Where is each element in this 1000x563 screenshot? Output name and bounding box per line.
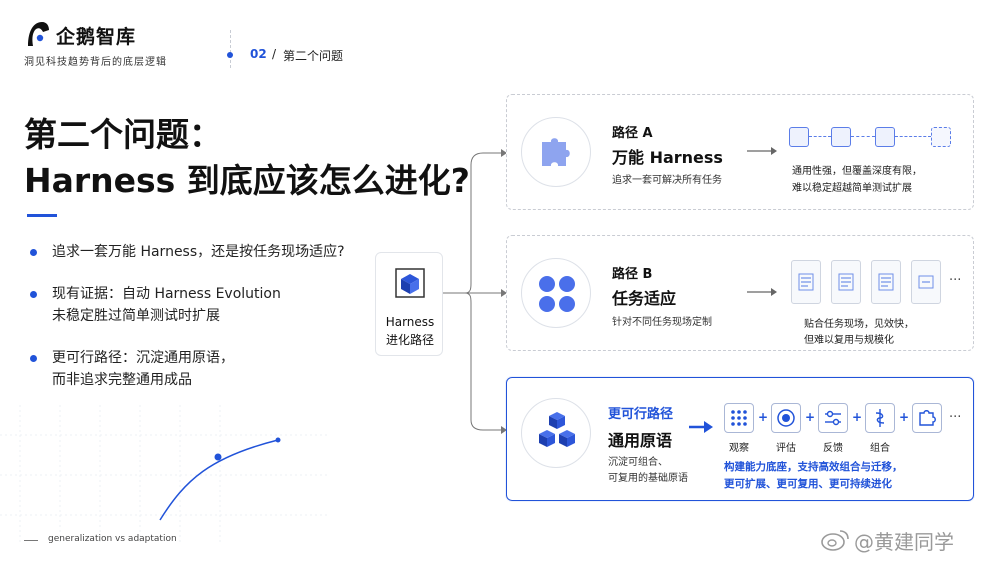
arrow-right-icon [747, 288, 777, 296]
brand-tagline: 洞见科技趋势背后的底层逻辑 [24, 57, 167, 68]
bullet-2-line2: 未稳定胜过简单测试时扩展 [52, 308, 220, 325]
path-c-title: 通用原语 [608, 431, 673, 450]
bullet-3-line1: 更可行路径：沉淀通用原语， [52, 350, 234, 366]
page-separator: / [272, 47, 277, 61]
header-dot [227, 52, 233, 58]
chain-link-1 [809, 136, 831, 137]
decorative-curve [0, 405, 330, 545]
path-b-title: 任务适应 [612, 289, 677, 308]
bullet-dot [30, 249, 37, 256]
path-c-desc-line1: 沉淀可组合、 [608, 457, 668, 468]
bullet-2-line1: 现有证据：自动 Harness Evolution [52, 286, 281, 302]
chain-link-2 [851, 136, 875, 137]
bullet-3-line2: 而非追求完整通用成品 [52, 372, 192, 389]
page-section-title: 第二个问题 [283, 49, 344, 63]
brand-name: 企鹅智库 [56, 26, 137, 48]
path-b-panel: 路径 B 任务适应 针对不同任务现场定制 ··· 贴合任务现场，见效快， 但难以… [506, 235, 974, 351]
document-icon [911, 260, 941, 304]
header-divider [230, 30, 232, 68]
path-c-icon-circle [521, 398, 591, 468]
plus-sign: + [805, 410, 816, 424]
brand-logo [24, 20, 50, 52]
main-title-line1: 第二个问题： [24, 115, 222, 154]
chain-node-1 [789, 127, 809, 147]
path-a-desc: 追求一套可解决所有任务 [612, 175, 722, 186]
primitive-compose-tile [865, 403, 895, 433]
path-b-note-line1: 贴合任务现场，见效快， [804, 319, 914, 330]
watermark: @黄建同学 [820, 527, 954, 554]
path-c-note-line1: 构建能力底座，支持高效组合与迁移， [724, 461, 903, 473]
cube-icon [395, 268, 425, 298]
chain-node-2 [831, 127, 851, 147]
primitive-extension-tile [912, 403, 942, 433]
path-c-note-line2: 更可扩展、更可复用、更可持续进化 [724, 478, 892, 490]
puzzle-piece-icon [919, 410, 936, 426]
footer-caption: generalization vs adaptation [48, 534, 177, 544]
bullet-dot [30, 291, 37, 298]
path-a-title: 万能 Harness [612, 148, 723, 167]
document-icon [831, 260, 861, 304]
primitive-label-evaluate: 评估 [776, 443, 796, 454]
hub-connectors [443, 149, 507, 434]
path-c-panel: 更可行路径 通用原语 沉淀可组合、 可复用的基础原语 + + + + ··· 观… [506, 377, 974, 501]
path-b-icon-circle [521, 258, 591, 328]
bullet-3: 更可行路径：沉淀通用原语， 而非追求完整通用成品 [30, 347, 234, 392]
compose-icon [875, 409, 885, 427]
plus-sign: + [899, 410, 910, 424]
chain-node-3 [875, 127, 895, 147]
path-b-note-line2: 但难以复用与规模化 [804, 335, 894, 346]
hub-label-line2: 进化路径 [385, 333, 434, 347]
primitive-evaluate-tile [771, 403, 801, 433]
path-a-tag: 路径 A [612, 126, 653, 141]
primitive-observe-tile [724, 403, 754, 433]
plus-sign: + [758, 410, 769, 424]
plus-sign: + [852, 410, 863, 424]
four-dots-icon [539, 276, 575, 312]
arrow-right-icon [747, 147, 777, 155]
bullet-2: 现有证据：自动 Harness Evolution 未稳定胜过简单测试时扩展 [30, 283, 281, 328]
more-ellipsis: ··· [949, 410, 962, 425]
path-c-desc-line2: 可复用的基础原语 [608, 473, 688, 484]
path-a-panel: 路径 A 万能 Harness 追求一套可解决所有任务 通用性强，但覆盖深度有限… [506, 94, 974, 210]
path-a-note-line1: 通用性强，但覆盖深度有限， [792, 166, 922, 177]
primitive-feedback-tile [818, 403, 848, 433]
watermark-text: @黄建同学 [854, 529, 954, 554]
document-icon [871, 260, 901, 304]
bullet-1-text: 追求一套万能 Harness，还是按任务现场适应? [52, 244, 345, 260]
footer-rule [24, 540, 38, 541]
hub-label-line1: Harness [385, 315, 435, 329]
path-a-icon-circle [521, 117, 591, 187]
grid-dots-icon [731, 410, 747, 426]
path-b-desc: 针对不同任务现场定制 [612, 317, 712, 328]
primitive-label-feedback: 反馈 [823, 443, 843, 454]
path-c-tag: 更可行路径 [608, 407, 674, 422]
primitive-label-observe: 观察 [729, 443, 749, 454]
weibo-logo-icon [821, 530, 849, 551]
path-b-tag: 路径 B [612, 267, 653, 282]
sliders-icon [825, 410, 841, 426]
more-ellipsis: ··· [949, 273, 962, 288]
arrow-right-icon [689, 421, 713, 433]
title-underline [27, 214, 57, 217]
chain-link-3 [895, 136, 931, 137]
page-number: 02 [250, 47, 267, 61]
cubes-icon [539, 412, 575, 447]
bullet-1: 追求一套万能 Harness，还是按任务现场适应? [30, 241, 345, 263]
bullet-dot [30, 355, 37, 362]
document-icon [791, 260, 821, 304]
primitive-label-compose: 组合 [870, 443, 890, 454]
hub-card: Harness 进化路径 [375, 252, 443, 356]
target-icon [777, 409, 795, 427]
chain-node-4 [931, 127, 951, 147]
puzzle-icon [542, 138, 570, 166]
penguin-logo-icon [28, 22, 49, 46]
main-title-line2: Harness 到底应该怎么进化? [24, 161, 470, 200]
path-a-note-line2: 难以稳定超越简单测试扩展 [792, 183, 912, 194]
